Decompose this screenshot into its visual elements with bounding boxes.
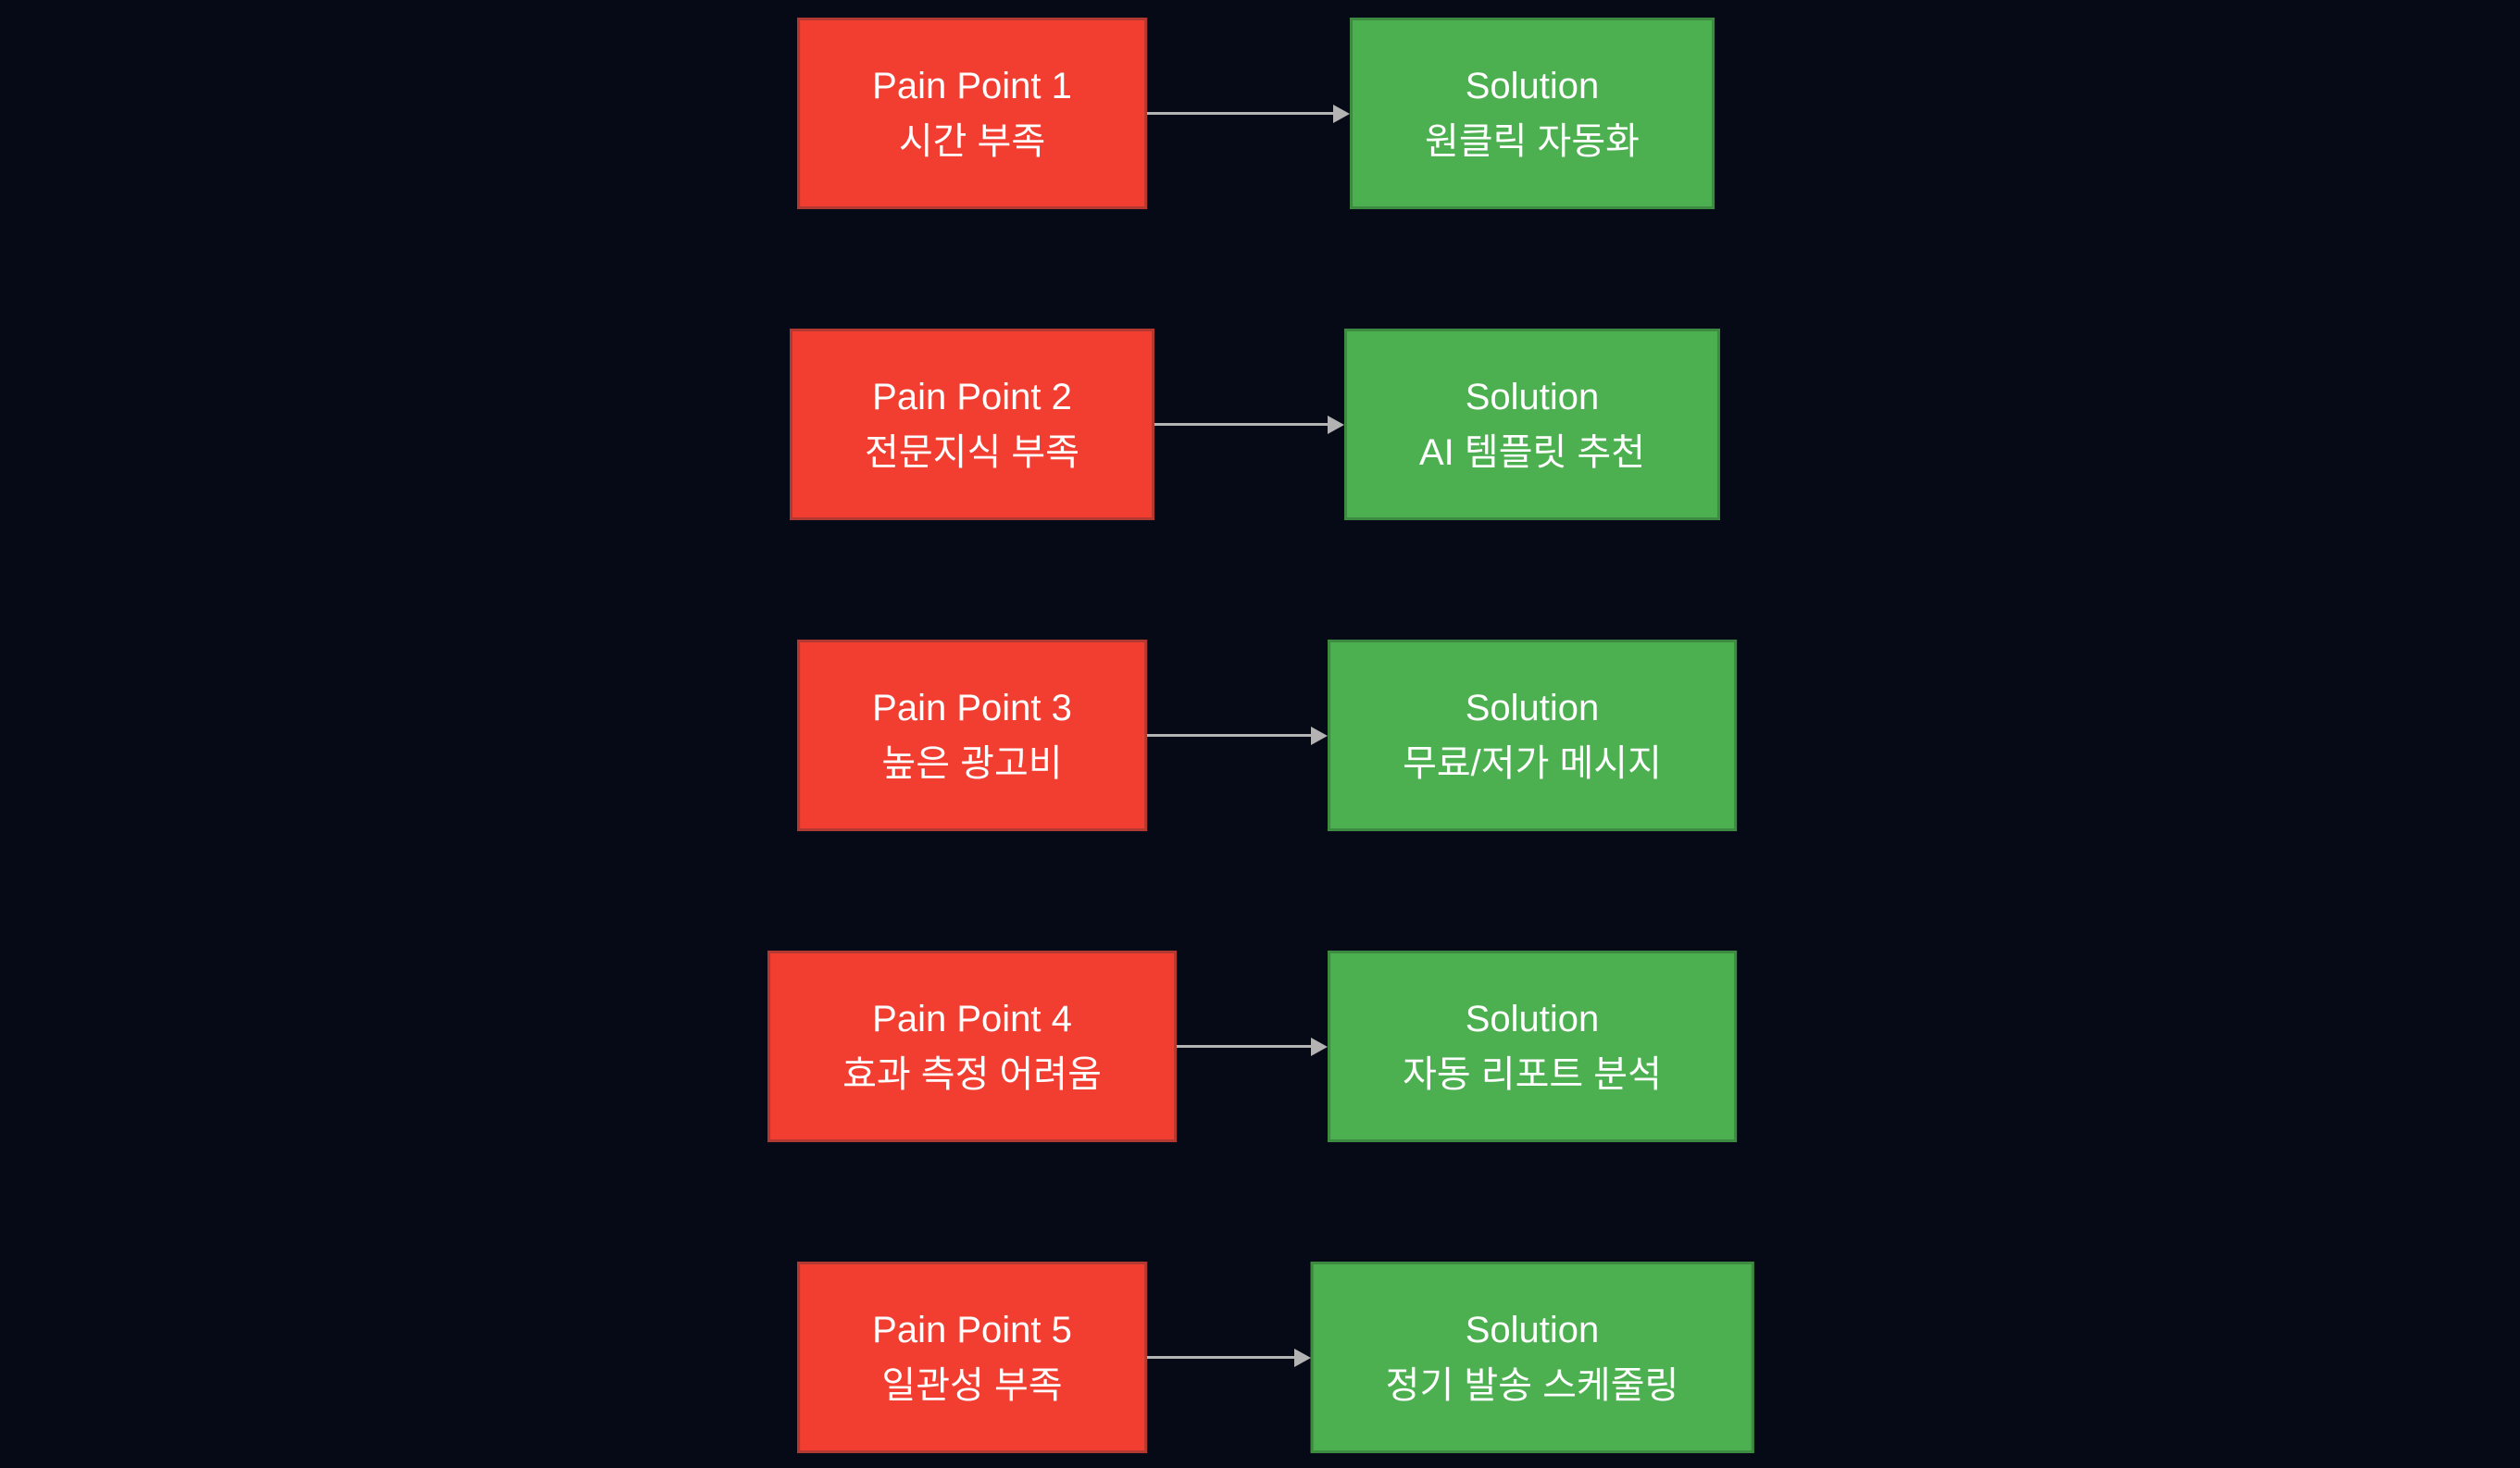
pain-point-title: Pain Point 3 [872,687,1072,728]
mapping-row: Pain Point 3 높은 광고비 Solution 무료/저가 메시지 [0,640,2520,831]
solution-subtitle: AI 템플릿 추천 [1418,431,1646,473]
arrow-line [1176,1045,1314,1048]
mapping-row: Pain Point 5 일관성 부족 Solution 정기 발송 스케줄링 [0,1262,2520,1453]
arrow-line [1146,1356,1296,1359]
solution-node: Solution 무료/저가 메시지 [1328,640,1737,831]
pain-point-node: Pain Point 4 효과 측정 어려움 [767,951,1177,1142]
pain-point-node: Pain Point 3 높은 광고비 [797,640,1147,831]
pain-point-title: Pain Point 4 [872,998,1072,1039]
solution-node: Solution AI 템플릿 추천 [1343,329,1721,520]
pain-point-node: Pain Point 5 일관성 부족 [797,1262,1147,1453]
solution-title: Solution [1465,65,1600,106]
solution-node: Solution 원클릭 자동화 [1350,18,1715,209]
pain-point-title: Pain Point 2 [872,376,1072,417]
pain-point-subtitle: 일관성 부족 [881,1364,1063,1406]
solution-subtitle: 정기 발송 스케줄링 [1385,1364,1679,1406]
arrow-line [1146,112,1336,115]
solution-title: Solution [1465,376,1600,417]
solution-title: Solution [1465,1309,1600,1350]
arrow-line [1154,423,1329,426]
mapping-row: Pain Point 2 전문지식 부족 Solution AI 템플릿 추천 [0,329,2520,520]
pain-point-subtitle: 전문지식 부족 [865,431,1079,473]
solution-title: Solution [1465,687,1600,728]
arrow-head-icon [1311,726,1329,745]
arrow-head-icon [1333,104,1351,123]
arrow-head-icon [1293,1348,1311,1367]
arrow-head-icon [1311,1037,1329,1056]
solution-node: Solution 정기 발송 스케줄링 [1310,1262,1754,1453]
solution-node: Solution 자동 리포트 분석 [1328,951,1737,1142]
pain-point-title: Pain Point 5 [872,1309,1072,1350]
solution-subtitle: 자동 리포트 분석 [1403,1053,1662,1095]
pain-point-subtitle: 시간 부족 [898,120,1046,162]
arrow-line [1146,734,1314,737]
solution-title: Solution [1465,998,1600,1039]
pain-point-node: Pain Point 2 전문지식 부족 [790,329,1154,520]
pain-point-subtitle: 높은 광고비 [881,742,1063,784]
solution-subtitle: 무료/저가 메시지 [1403,742,1662,784]
mapping-row: Pain Point 1 시간 부족 Solution 원클릭 자동화 [0,18,2520,209]
solution-subtitle: 원클릭 자동화 [1425,120,1640,162]
mapping-row: Pain Point 4 효과 측정 어려움 Solution 자동 리포트 분… [0,951,2520,1142]
pain-point-title: Pain Point 1 [872,65,1072,106]
arrow-head-icon [1327,415,1344,434]
pain-point-node: Pain Point 1 시간 부족 [797,18,1147,209]
pain-point-subtitle: 효과 측정 어려움 [842,1053,1102,1095]
